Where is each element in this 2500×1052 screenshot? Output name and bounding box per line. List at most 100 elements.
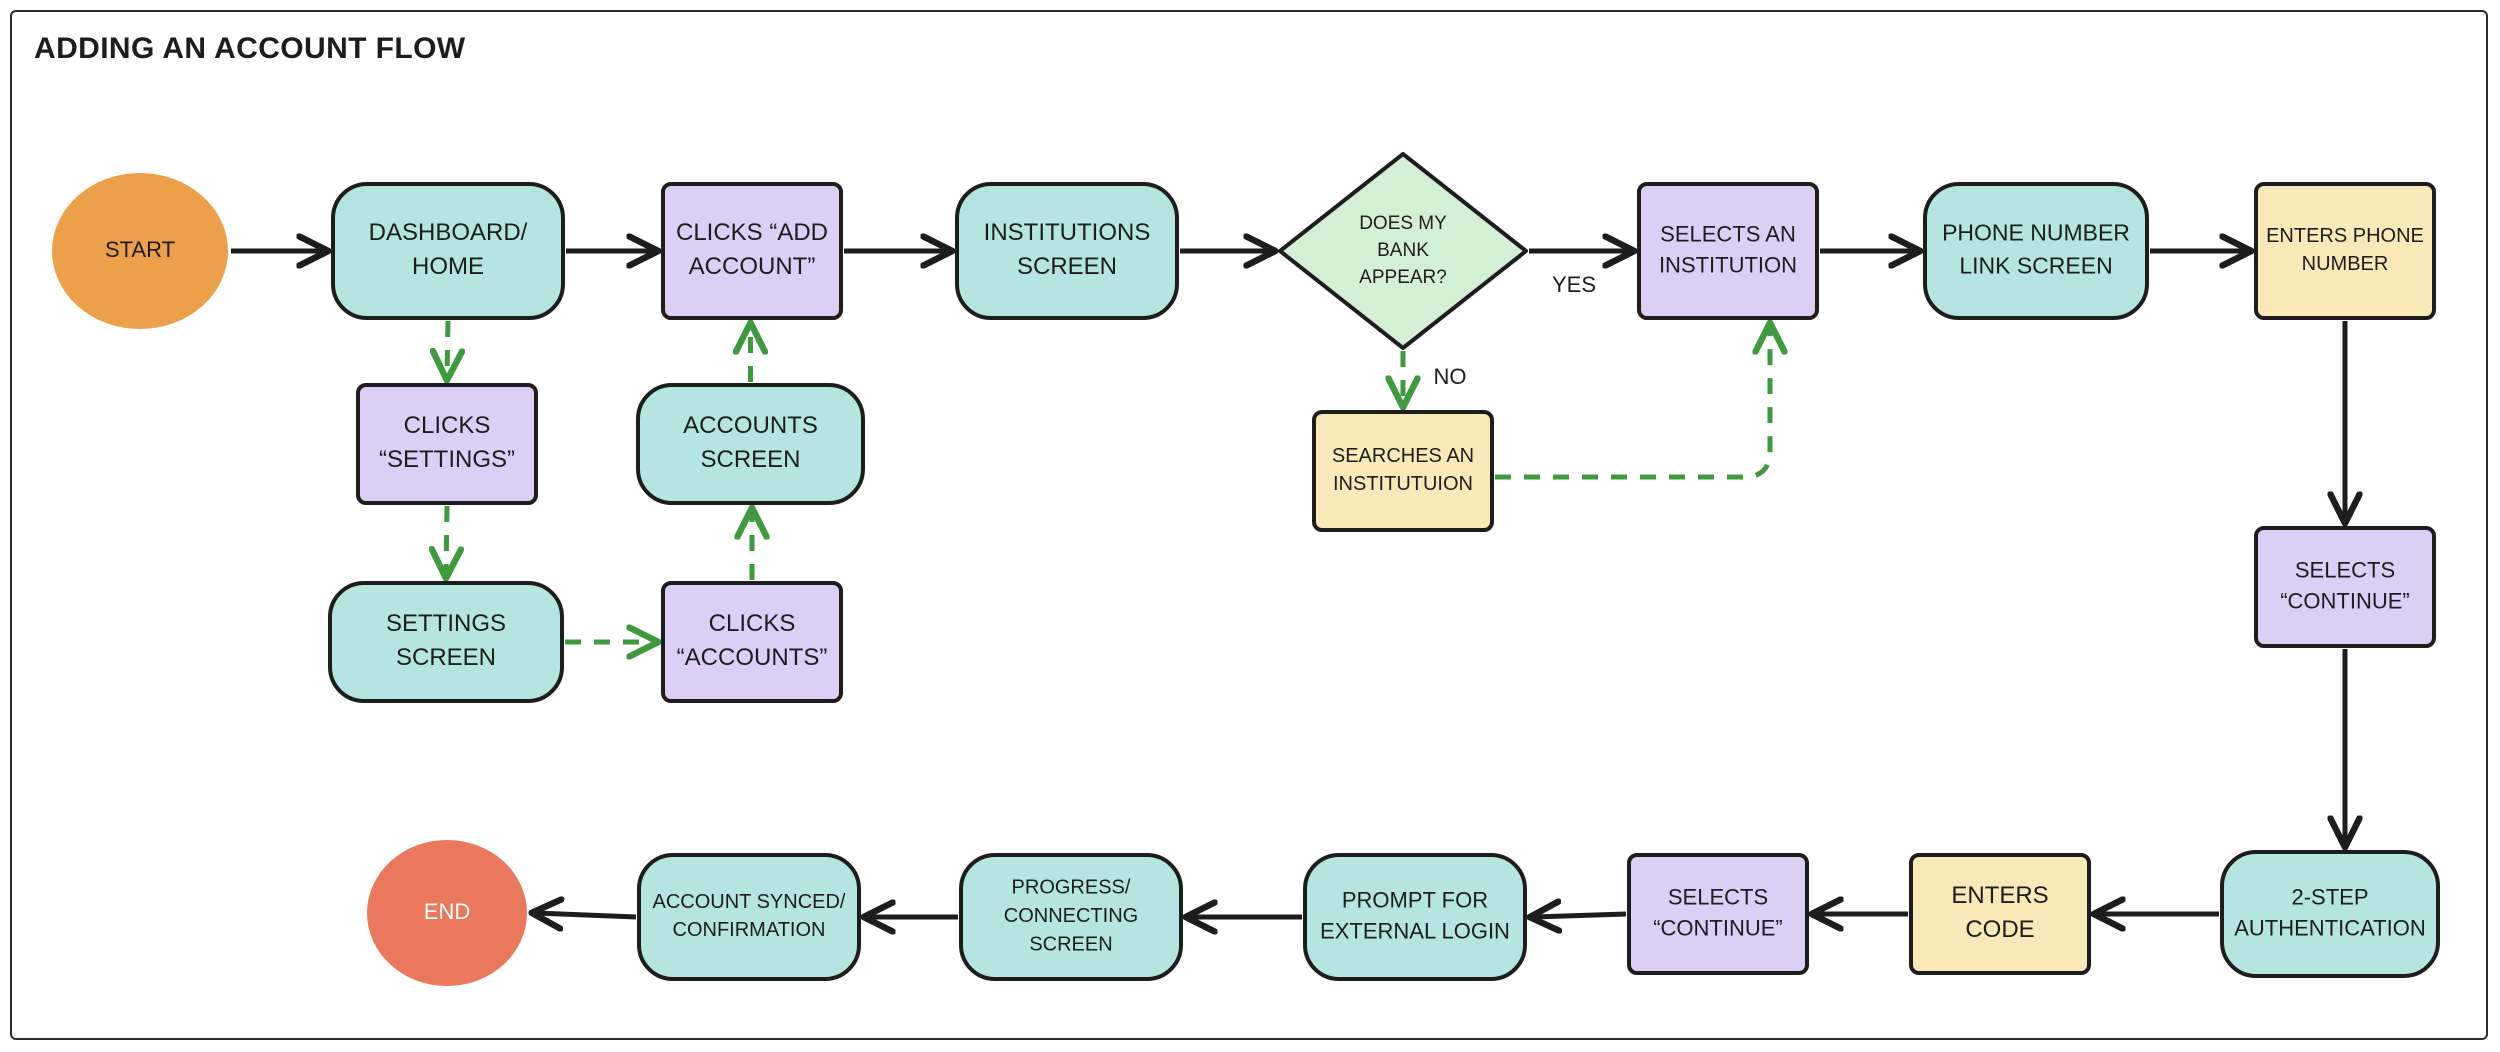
node-label-line: CLICKS <box>709 610 796 637</box>
node-label: PROGRESS/CONNECTING SCREEN <box>1004 877 1138 956</box>
flow-node-clicks_add[interactable]: CLICKS “ADD ACCOUNT” <box>661 182 843 320</box>
node-shape <box>2254 182 2436 320</box>
node-label-line: PROGRESS/ <box>1012 877 1131 899</box>
node-label-line: EXTERNAL LOGIN <box>1320 918 1510 943</box>
node-label-line: LINK SCREEN <box>1959 252 2112 278</box>
node-shape <box>637 853 861 981</box>
node-shape <box>1923 182 2149 320</box>
node-label-line: HOME <box>412 253 484 280</box>
flow-node-dashboard[interactable]: DASHBOARD/HOME <box>331 182 565 320</box>
node-shape <box>636 383 865 505</box>
flow-node-progress[interactable]: PROGRESS/CONNECTING SCREEN <box>959 853 1183 981</box>
node-label: PHONE NUMBER LINK SCREEN <box>1942 220 2130 279</box>
node-label-line: BANK <box>1377 240 1429 261</box>
flow-node-synced[interactable]: ACCOUNT SYNCED/CONFIRMATION <box>637 853 861 981</box>
flow-node-end[interactable]: END <box>367 840 527 986</box>
flow-node-searches[interactable]: SEARCHES AN INSTITUTUION <box>1312 410 1494 532</box>
node-label: SELECTS“CONTINUE” <box>2280 557 2410 613</box>
node-shape <box>328 581 564 703</box>
node-shape <box>367 840 527 986</box>
node-label-line: START <box>105 237 175 262</box>
node-label-line: “CONTINUE” <box>1653 915 1783 940</box>
flow-node-institutions[interactable]: INSTITUTIONS SCREEN <box>955 182 1179 320</box>
node-shape <box>955 182 1179 320</box>
flow-edge <box>1534 914 1627 917</box>
node-label-line: INSTITUTION <box>1659 252 1797 277</box>
node-label: ACCOUNT SYNCED/CONFIRMATION <box>653 891 846 941</box>
node-shape <box>959 853 1183 981</box>
node-label-line: CLICKS <box>404 412 491 439</box>
flow-edge <box>1495 327 1770 480</box>
node-label: SEARCHES AN INSTITUTUION <box>1332 445 1474 495</box>
node-label-line: AUTHENTICATION <box>2234 915 2425 940</box>
nodes-layer: START DASHBOARD/HOME CLICKS “ADD ACCOUNT” IN… <box>52 152 2440 986</box>
node-label-line: SELECTS AN <box>1660 221 1796 246</box>
node-label-line: ACCOUNT SYNCED/ <box>653 891 846 913</box>
node-label: 2-STEP AUTHENTICATION <box>2234 884 2425 940</box>
node-shape <box>1312 410 1494 532</box>
node-label-line: CONFIRMATION <box>673 919 826 941</box>
node-shape <box>1909 853 2091 975</box>
node-label: INSTITUTIONS SCREEN <box>984 219 1151 280</box>
node-shape <box>2220 850 2440 978</box>
node-label: SELECTS “CONTINUE” <box>1653 884 1783 940</box>
node-label-line: “SETTINGS” <box>379 446 515 473</box>
node-label-line: SCREEN <box>1017 253 1117 280</box>
page-title: ADDING AN ACCOUNT FLOW <box>34 32 466 65</box>
flow-node-selects_inst[interactable]: SELECTS AN INSTITUTION <box>1637 182 1819 320</box>
node-label-line: ENTERS <box>1951 882 2048 909</box>
flow-node-two_step[interactable]: 2-STEP AUTHENTICATION <box>2220 850 2440 978</box>
node-label-line: SELECTS <box>1668 884 1768 909</box>
node-shape <box>356 383 538 505</box>
node-shape <box>2254 526 2436 648</box>
node-label: CLICKS “ACCOUNTS” <box>677 610 828 671</box>
node-label-line: INSTITUTIONS <box>984 219 1151 246</box>
node-shape <box>331 182 565 320</box>
node-shape <box>1637 182 1819 320</box>
node-label-line: CODE <box>1965 916 2034 943</box>
flow-edge <box>536 913 637 917</box>
node-label-line: SCREEN <box>1029 934 1112 956</box>
node-shape <box>1627 853 1809 975</box>
flow-node-phone_screen[interactable]: PHONE NUMBER LINK SCREEN <box>1923 182 2149 320</box>
node-shape <box>661 581 843 703</box>
node-label-line: SCREEN <box>700 446 800 473</box>
flow-edge <box>446 505 447 574</box>
node-label-line: DASHBOARD/ <box>369 219 528 246</box>
node-label-line: CONNECTING <box>1004 905 1138 927</box>
node-label-line: INSTITUTUION <box>1333 473 1473 495</box>
node-label-line: PHONE NUMBER <box>1942 220 2130 246</box>
flow-node-clicks_acc[interactable]: CLICKS “ACCOUNTS” <box>661 581 843 703</box>
flow-node-sel_cont_2[interactable]: SELECTS “CONTINUE” <box>1627 853 1809 975</box>
flow-node-clicks_set[interactable]: CLICKS “SETTINGS” <box>356 383 538 505</box>
flow-node-enters_code[interactable]: ENTERS CODE <box>1909 853 2091 975</box>
flow-node-selects_cont[interactable]: SELECTS“CONTINUE” <box>2254 526 2436 648</box>
node-label-line: 2-STEP <box>2291 884 2368 909</box>
edge-label-yes: YES <box>1552 272 1596 297</box>
node-shape <box>1278 152 1528 350</box>
node-label: ENTERS CODE <box>1951 882 2048 943</box>
node-label: DASHBOARD/HOME <box>369 219 528 280</box>
node-label-line: ACCOUNT” <box>689 253 816 280</box>
node-label-line: “ACCOUNTS” <box>677 644 828 671</box>
node-shape <box>661 182 843 320</box>
node-label: CLICKS “SETTINGS” <box>379 412 515 473</box>
node-label-line: NUMBER <box>2302 253 2389 275</box>
node-label-line: CLICKS “ADD <box>676 219 828 246</box>
flow-node-start[interactable]: START <box>52 173 228 329</box>
node-label-line: “CONTINUE” <box>2280 588 2410 613</box>
node-label-line: SETTINGS <box>386 610 506 637</box>
node-label: START <box>105 237 175 262</box>
node-label: END <box>424 899 470 924</box>
node-label-line: SEARCHES AN <box>1332 445 1474 467</box>
